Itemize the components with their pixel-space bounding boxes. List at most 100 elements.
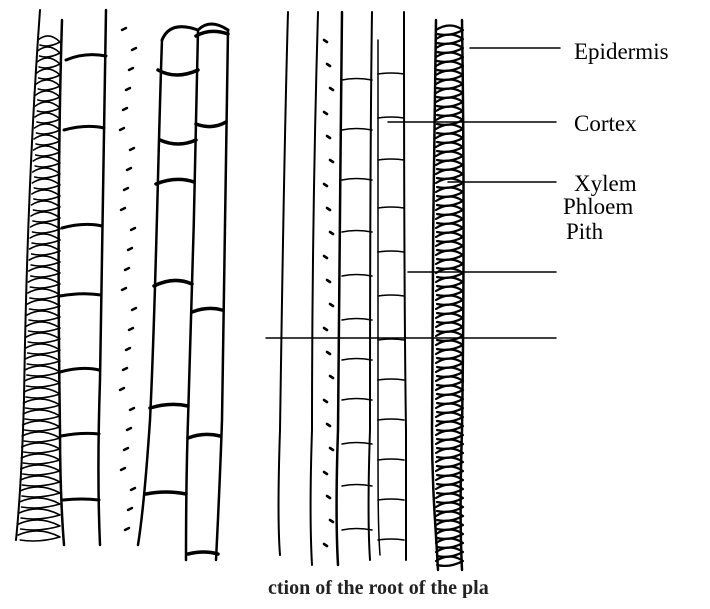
left-cortex-inner-wall	[99, 10, 107, 545]
dot-mark	[324, 472, 327, 474]
dot-mark	[327, 208, 330, 210]
right-wall-b	[337, 12, 343, 565]
right-wall-a	[311, 12, 319, 565]
dot-mark	[120, 388, 124, 390]
coil-cell	[33, 168, 60, 178]
cell-wall	[378, 159, 404, 160]
cell-wall	[342, 319, 372, 321]
coil-cell	[31, 212, 60, 222]
coil-cell	[25, 355, 60, 365]
coil-cell	[28, 289, 60, 299]
dot-mark	[330, 520, 333, 522]
coil-cell	[19, 509, 60, 519]
right-panel	[279, 12, 464, 570]
dot-mark	[324, 328, 327, 330]
dot-mark	[120, 128, 124, 130]
leader-lines	[266, 48, 560, 338]
cortex-label: Cortex	[574, 112, 637, 135]
dot-mark	[122, 288, 126, 290]
right-wall-c	[369, 12, 373, 560]
coil-cell	[37, 69, 60, 79]
dot-mark	[124, 448, 128, 450]
cell-wall	[378, 251, 404, 252]
dot-mark	[122, 28, 126, 30]
right-wall-e	[404, 12, 406, 560]
left-panel	[16, 10, 228, 560]
dot-mark	[127, 168, 131, 170]
dot-mark	[125, 528, 129, 530]
dot-mark	[330, 304, 333, 306]
dot-mark	[330, 232, 333, 234]
coil-cell	[436, 557, 463, 566]
dot-mark	[128, 508, 132, 510]
cell-wall	[378, 207, 404, 208]
dot-mark	[123, 368, 127, 370]
coil-cell	[32, 190, 60, 200]
coil-cell	[22, 443, 60, 453]
dot-mark	[324, 544, 327, 546]
dot-mark	[324, 184, 327, 186]
coil-cell	[31, 223, 60, 233]
cell-wall	[342, 275, 372, 277]
dot-mark	[127, 428, 131, 430]
cell-wall	[342, 359, 372, 361]
coil-cell	[35, 102, 60, 112]
coil-cell	[35, 113, 60, 123]
coil-cell	[36, 80, 60, 90]
right-dotted-cells	[324, 40, 333, 546]
cell-wall	[378, 73, 404, 74]
dot-mark	[126, 348, 130, 350]
coil-cell	[20, 476, 60, 486]
dot-mark	[121, 468, 125, 470]
coil-cell	[29, 256, 60, 266]
dot-mark	[121, 208, 125, 210]
coil-cell	[19, 520, 60, 530]
left-cortex-cross-walls	[60, 55, 106, 500]
coil-cell	[22, 432, 60, 442]
coil-cell	[21, 454, 60, 464]
phloem-label: Phloem	[563, 195, 633, 218]
coil-cell	[18, 531, 60, 541]
cell-wall	[378, 539, 404, 540]
left-outer-wall	[16, 10, 40, 540]
right-cell-cross-walls	[342, 73, 404, 540]
dot-mark	[330, 160, 333, 162]
dot-mark	[327, 136, 330, 138]
coil-cell	[26, 333, 60, 343]
cell-wall	[378, 295, 404, 296]
dot-mark	[131, 488, 135, 490]
coil-cell	[20, 487, 60, 497]
coil-cell	[23, 399, 60, 409]
cell-wall	[378, 339, 404, 340]
coil-cell	[23, 410, 60, 420]
dot-mark	[327, 280, 330, 282]
coil-cell	[38, 36, 60, 46]
left-large-cell-wall-b	[186, 30, 198, 560]
dot-mark	[129, 328, 133, 330]
cell-wall	[378, 459, 404, 460]
dot-mark	[330, 88, 333, 90]
coil-cell	[34, 124, 60, 134]
left-dotted-cells	[120, 28, 136, 530]
dot-mark	[324, 112, 327, 114]
cell-wall	[378, 499, 404, 500]
left-large-cell-wall-a	[138, 40, 162, 545]
coil-cell	[24, 388, 60, 398]
right-outer-line	[279, 12, 289, 555]
coil-cell	[30, 234, 60, 244]
dot-mark	[125, 268, 129, 270]
dot-mark	[327, 64, 330, 66]
coil-cell	[33, 157, 60, 167]
coil-cell	[27, 300, 60, 310]
coil-cell	[38, 47, 60, 57]
dot-mark	[132, 48, 136, 50]
coil-cell	[26, 344, 60, 354]
pith-label: Pith	[566, 220, 603, 243]
coil-cell	[29, 267, 60, 277]
coil-cell	[36, 91, 60, 101]
dot-mark	[130, 148, 134, 150]
cell-wall	[342, 79, 372, 81]
dot-mark	[124, 188, 128, 190]
